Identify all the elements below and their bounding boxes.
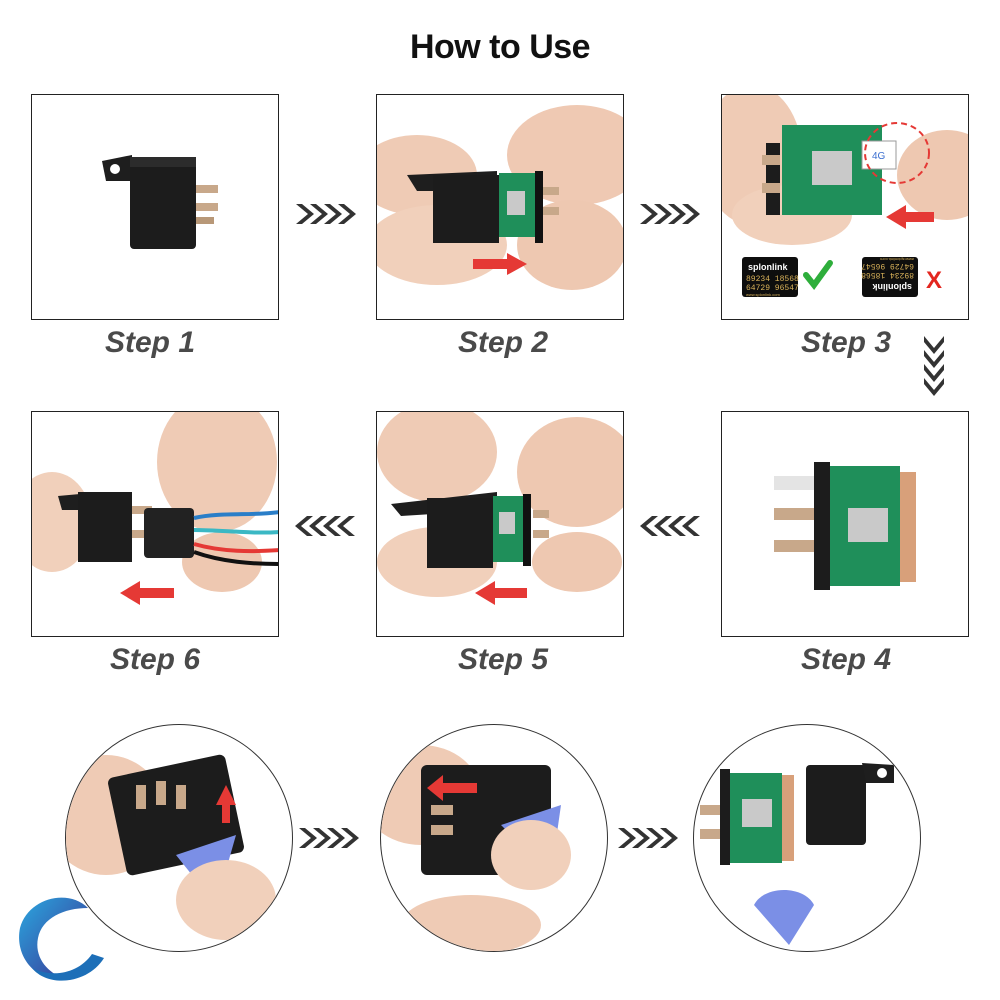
relay-pull-image xyxy=(377,105,623,290)
sim-card-brand: splonlink xyxy=(872,282,912,292)
brand-logo-icon xyxy=(19,897,104,981)
step-3-label: Step 3 xyxy=(800,326,892,359)
relay-inserted-sim-image xyxy=(774,462,916,590)
sim-card-number-line: 89234 18568 xyxy=(861,270,914,279)
sim-card-url: www.splonlink.com xyxy=(880,257,914,262)
step-5-panel xyxy=(376,411,624,637)
relay-image xyxy=(102,155,218,249)
step-5-label: Step 5 xyxy=(457,643,549,676)
step-6-label: Step 6 xyxy=(109,643,201,676)
chevrons-right-icon xyxy=(618,828,678,848)
step-1-label: Step 1 xyxy=(104,326,196,359)
step-2-label: Step 2 xyxy=(457,326,549,359)
step-2-panel xyxy=(376,94,624,320)
sim-card-comparison: splonlink 89234 18568 64729 96547 www.sp… xyxy=(742,257,942,297)
pry-case-image xyxy=(66,754,276,940)
sim-card-number-line: 64729 96547 xyxy=(746,284,799,293)
sim-card-wrong: splonlink 89234 18568 64729 96547 www.sp… xyxy=(861,257,918,297)
open-case-step-2 xyxy=(380,724,608,952)
case-opened-image xyxy=(700,763,894,945)
chevrons-right-icon xyxy=(640,204,700,224)
page-title: How to Use xyxy=(409,28,591,66)
network-label: 4G xyxy=(872,151,886,162)
sim-card-url: www.splonlink.com xyxy=(746,292,780,297)
x-mark-icon: X xyxy=(926,267,942,294)
chevrons-left-icon xyxy=(295,516,355,536)
sim-card-brand: splonlink xyxy=(748,262,788,272)
relay-socket-image xyxy=(32,412,278,605)
sim-card-number-line: 64729 96547 xyxy=(861,261,914,270)
sim-card-number-line: 89234 18568 xyxy=(746,275,799,284)
step-3-panel: 4G splonlink 89234 18568 64729 96547 www… xyxy=(721,94,969,320)
chevrons-left-icon xyxy=(640,516,700,536)
relay-assemble-image xyxy=(377,412,623,605)
sim-insert-image: 4G xyxy=(722,95,968,245)
step-4-panel xyxy=(721,411,969,637)
open-case-step-3 xyxy=(693,724,921,952)
checkmark-icon xyxy=(803,260,833,290)
chevrons-right-icon xyxy=(296,204,356,224)
sim-card-correct: splonlink 89234 18568 64729 96547 www.sp… xyxy=(742,257,799,297)
slide-case-image xyxy=(381,745,571,951)
chevrons-right-icon xyxy=(299,828,359,848)
step-6-panel xyxy=(31,411,279,637)
open-case-step-1 xyxy=(65,724,293,952)
step-1-panel xyxy=(31,94,279,320)
step-4-label: Step 4 xyxy=(800,643,892,676)
chevrons-down-icon xyxy=(924,336,944,396)
